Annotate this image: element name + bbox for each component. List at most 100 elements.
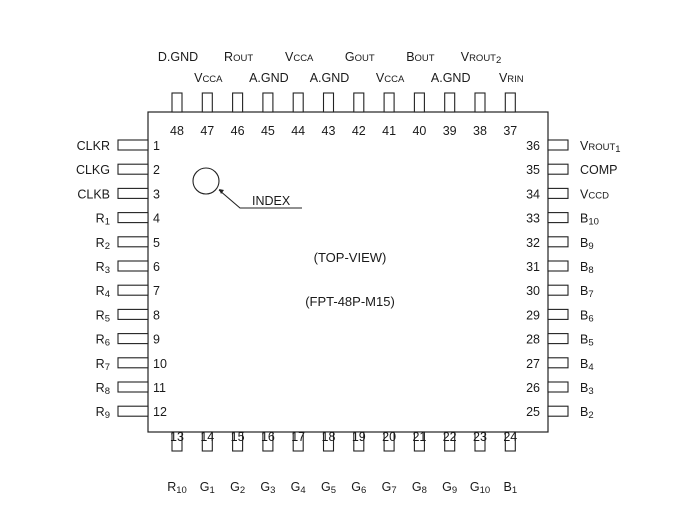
bottom-pin-signal: G7 [382,480,397,496]
pin-group: 48D.GND47VCCA46ROUT45A.GND44VCCA43A.GND4… [76,50,621,496]
top-pin-lead [171,92,183,113]
right-pin-signal: B2 [580,405,594,421]
right-pin-number: 30 [526,284,540,298]
top-pin-number: 43 [322,124,336,138]
bottom-pin-lead [171,431,183,452]
left-pin-number: 1 [153,139,160,153]
bottom-pin-number: 21 [412,430,426,444]
right-pin-number: 25 [526,405,540,419]
top-pin-signal: BOUT [406,50,435,64]
left-pin-signal: R8 [96,381,110,397]
top-pin-lead [262,92,274,113]
top-pin-lead [353,92,365,113]
top-pin-lead [292,92,304,113]
top-pin-signal: D.GND [158,50,198,64]
right-pin-lead [547,308,569,320]
right-pin-lead [547,163,569,175]
top-pin-lead [504,92,516,113]
left-pin-signal: CLKG [76,163,110,177]
top-pin-number: 46 [231,124,245,138]
right-pin-lead [547,333,569,345]
top-pin-lead [201,92,213,113]
left-pin-signal: CLKB [77,187,110,201]
bottom-pin-lead [444,431,456,452]
bottom-pin-lead [322,431,335,452]
bottom-pin-number: 16 [261,430,275,444]
bottom-pin-signal: G8 [412,480,427,496]
bottom-pin-number: 18 [322,430,336,444]
bottom-pin-number: 13 [170,430,184,444]
left-pin-number: 3 [153,187,160,201]
right-pin-lead [547,381,569,393]
top-pin-number: 47 [200,124,214,138]
right-pin-number: 31 [526,260,540,274]
bottom-pin-signal: G6 [351,480,366,496]
top-pin-signal: VROUT2 [461,50,502,66]
left-pin-lead [117,260,149,272]
top-pin-signal: VCCA [376,71,405,85]
right-pin-number: 32 [526,236,540,250]
right-pin-lead [547,284,569,296]
bottom-pin-signal: G2 [230,480,245,496]
bottom-pin-number: 22 [443,430,457,444]
left-pin-lead [117,284,149,296]
top-pin-signal: A.GND [249,71,289,85]
left-pin-signal: R3 [96,260,110,276]
top-pin-number: 38 [473,124,487,138]
right-pin-signal: COMP [580,163,618,177]
right-pin-signal: B3 [580,381,594,397]
left-pin-number: 2 [153,163,160,177]
left-pin-number: 4 [153,212,160,226]
top-pin-number: 40 [412,124,426,138]
index-mark [192,167,220,195]
right-pin-lead [547,139,569,151]
left-pin-signal: R9 [96,405,110,421]
bottom-pin-lead [504,431,516,452]
right-pin-signal: B10 [580,212,599,228]
bottom-pin-number: 23 [473,430,487,444]
bottom-pin-number: 14 [200,430,214,444]
left-pin-lead [117,333,149,345]
left-pin-number: 10 [153,357,167,371]
left-pin-lead [117,139,149,151]
right-pin-signal: B9 [580,236,594,252]
top-pin-lead [322,92,335,113]
right-pin-signal: VCCD [580,187,609,201]
bottom-pin-signal: G10 [470,480,490,496]
left-pin-lead [117,212,149,224]
top-pin-signal: ROUT [224,50,253,64]
bottom-pin-signal: R10 [167,480,187,496]
index-label: INDEX [252,194,291,208]
left-pin-number: 7 [153,284,160,298]
bottom-pin-lead [292,431,304,452]
right-pin-number: 26 [526,381,540,395]
left-pin-number: 8 [153,308,160,322]
bottom-pin-signal: G9 [442,480,457,496]
top-pin-number: 45 [261,124,275,138]
left-pin-signal: R2 [96,236,110,252]
right-pin-number: 29 [526,308,540,322]
right-pin-number: 33 [526,212,540,226]
bottom-pin-number: 24 [503,430,517,444]
top-pin-signal: VCCA [285,50,314,64]
left-pin-signal: R4 [96,284,110,300]
right-pin-lead [547,212,569,224]
right-pin-signal: B5 [580,333,594,349]
bottom-pin-signal: B1 [503,480,517,496]
index-leader-line [218,189,302,209]
right-pin-number: 28 [526,333,540,347]
left-pin-signal: R5 [96,308,110,324]
bottom-pin-lead [232,431,244,452]
left-pin-lead [117,187,149,199]
right-pin-number: 27 [526,357,540,371]
bottom-pin-lead [201,431,213,452]
left-pin-number: 12 [153,405,167,419]
right-pin-number: 35 [526,163,540,177]
bottom-pin-number: 15 [231,430,245,444]
right-pin-number: 36 [526,139,540,153]
bottom-pin-number: 19 [352,430,366,444]
top-pin-number: 39 [443,124,457,138]
top-pin-lead [474,92,486,113]
bottom-pin-lead [383,431,395,452]
